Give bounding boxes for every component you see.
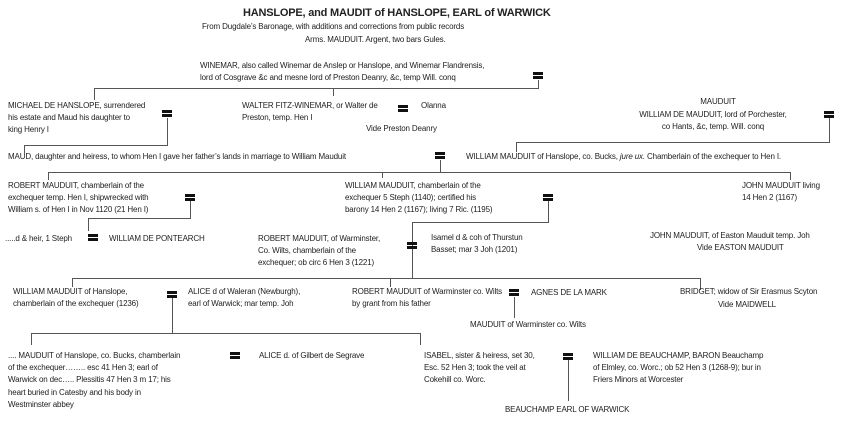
node-john-easton: JOHN MAUDUIT, of Easton Mauduit temp. Jo… [650, 231, 810, 240]
node-alice-waleran: ALICE d of Waleran (Newburgh), earl of W… [188, 287, 301, 309]
node-walter: WALTER FITZ-WINEMAR, or Walter de Presto… [242, 101, 378, 123]
page-title: HANSLOPE, and MAUDIT of HANSLOPE, EARL o… [243, 7, 551, 19]
node-mauduit-earl: .... MAUDUIT of Hanslope, co. Bucks, cha… [8, 351, 181, 409]
line-de-mauduit [516, 118, 830, 152]
node-winemar: WINEMAR, also called Winemar de Anslep o… [200, 61, 485, 83]
node-robert-warminster: ROBERT MAUDUIT, of Warminster, Co. Wilts… [258, 234, 381, 268]
node-william-de-beauchamp: WILLIAM DE BEAUCHAMP, BARON Beauchamp of… [593, 351, 764, 385]
marriage-icon [533, 72, 543, 79]
arms-note: Arms. MAUDUIT. Argent, two bars Gules. [305, 35, 446, 44]
node-olanna: Olanna [421, 101, 446, 110]
node-isabel: ISABEL, sister & heiress, set 30, Esc. 5… [424, 351, 535, 385]
marriage-icon [88, 234, 98, 241]
marriage-icon [509, 289, 519, 296]
node-maud: MAUD, daughter and heiress, to whom Hen … [8, 152, 346, 161]
node-robert-mauduit: ROBERT MAUDUIT, chamberlain of the exche… [8, 181, 149, 215]
vide-maidwell: Vide MAIDWELL [718, 300, 776, 309]
marriage-icon [167, 291, 177, 298]
marriage-icon [398, 105, 408, 112]
node-alice-segrave: ALICE d. of Gilbert de Segrave [259, 351, 365, 360]
text: WILLIAM MAUDUIT of Hanslope, co. Bucks, [466, 152, 620, 161]
node-william-hanslope-jure-ux: WILLIAM MAUDUIT of Hanslope, co. Bucks, … [466, 151, 781, 163]
line-gen6 [31, 333, 421, 345]
text-italic: jure ux. [619, 152, 645, 161]
node-pontearch: WILLIAM DE PONTEARCH [109, 234, 205, 243]
node-william-1236: WILLIAM MAUDUIT of Hanslope, chamberlain… [13, 287, 139, 309]
line-michael [24, 118, 168, 153]
vide-easton-mauduit: Vide EASTON MAUDUIT [697, 243, 784, 252]
node-mauduit-warminster: MAUDUIT of Warminster co. Wilts [470, 320, 586, 329]
text: Chamberlain of the exchequer to Hen I. [644, 152, 781, 161]
marriage-icon [543, 194, 553, 201]
node-isamel: Isamel d & coh of Thurstun Basset; mar 3… [431, 233, 523, 255]
node-beauchamp-earl: BEAUCHAMP EARL OF WARWICK [505, 405, 630, 414]
node-robert-grant: ROBERT MAUDUIT of Warminster co. Wilts b… [352, 287, 503, 309]
subtitle: From Dugdale’s Baronage, with additions … [202, 22, 465, 31]
node-d-heir: .....d & heir, 1 Steph [5, 234, 72, 243]
line-gen5 [72, 278, 701, 290]
node-bridget: BRIDGET; widow of Sir Erasmus Scyton [680, 287, 818, 296]
line-robert [88, 201, 191, 231]
node-john-living: JOHN MAUDUIT living 14 Hen 2 (1167) [742, 181, 820, 203]
marriage-icon [435, 152, 445, 159]
node-william-mauduit-2: WILLIAM MAUDUIT, chamberlain of the exch… [345, 181, 493, 215]
node-mauduit-head: MAUDUIT [700, 97, 736, 106]
line-william2 [412, 201, 549, 278]
node-agnes: AGNES DE LA MARK [531, 288, 607, 297]
vide-preston-deanry: Vide Preston Deanry [366, 124, 437, 133]
marriage-icon [185, 194, 195, 201]
marriage-icon [230, 352, 240, 359]
marriage-icon [563, 353, 573, 360]
marriage-icon [407, 242, 417, 249]
node-william-de-mauduit: WILLIAM DE MAUDUIT, lord of Porchester, … [639, 110, 787, 132]
marriage-icon [162, 110, 172, 117]
node-michael: MICHAEL DE HANSLOPE, surrendered his est… [8, 101, 146, 135]
line-gen3 [48, 172, 791, 180]
line-winemar [94, 80, 539, 100]
marriage-icon [824, 111, 834, 118]
